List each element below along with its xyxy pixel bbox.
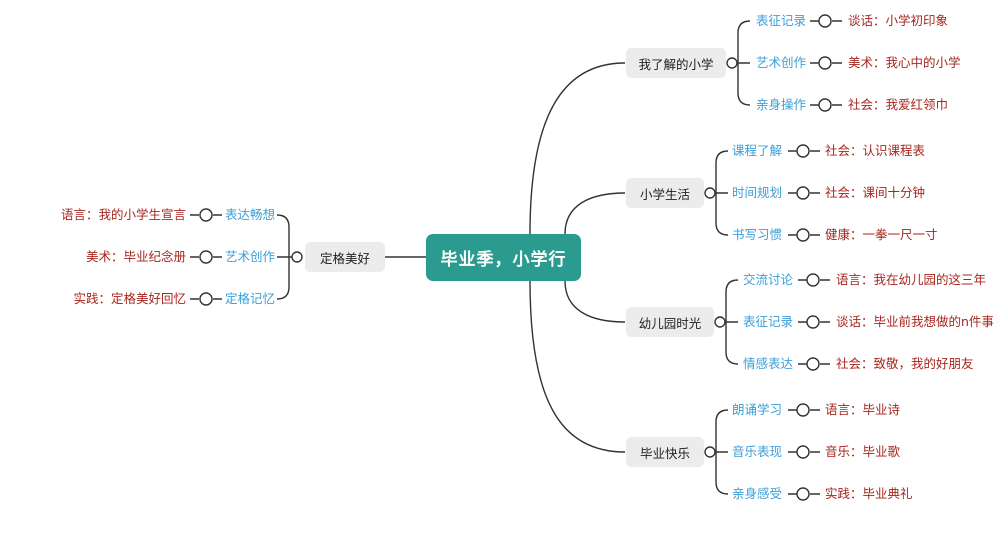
topic-3-detail-3[interactable]: 社会：致敬，我的好朋友 [836,356,974,371]
left-sub-3[interactable]: 定格记忆 [225,291,276,306]
topic-4-detail-3[interactable]: 实践：毕业典礼 [825,486,913,501]
central-topic[interactable]: 毕业季，小学行 [426,234,581,281]
topic-1-sub-2[interactable]: 艺术创作 [756,55,807,70]
topic-1-detail-3[interactable]: 社会：我爱红领巾 [848,97,949,112]
topic-4-sub-1[interactable]: 朗诵学习 [732,402,783,417]
topic-2-detail-3[interactable]: 健康：一拳一尺一寸 [825,227,938,242]
bracket-topic-2 [715,150,729,236]
topic-1-sub-1[interactable]: 表征记录 [756,13,807,28]
topic-left[interactable]: 定格美好 [305,242,385,272]
topic-4[interactable]: 毕业快乐 [626,437,704,467]
topic-2-detail-1[interactable]: 社会：认识课程表 [825,143,926,158]
node-circle-topic-4 [704,446,716,458]
bracket-topic-1 [737,20,751,106]
left-connectors [190,214,222,300]
topic-2-sub-2[interactable]: 时间规划 [732,185,783,200]
topic-3[interactable]: 幼儿园时光 [626,307,714,337]
topic-3-detail-2[interactable]: 谈话：毕业前我想做的n件事 [836,314,994,329]
topic-2-sub-3[interactable]: 书写习惯 [732,227,783,242]
node-circle-left [291,251,303,263]
topic-4-detail-2[interactable]: 音乐：毕业歌 [825,444,901,459]
left-detail-2[interactable]: 美术：毕业纪念册 [85,249,186,264]
bracket-topic-3 [725,279,739,365]
node-circle-topic-3 [714,316,726,328]
topic-3-sub-1[interactable]: 交流讨论 [743,272,794,287]
topic-3-detail-1[interactable]: 语言：我在幼儿园的这三年 [836,272,987,287]
topic-2-sub-1[interactable]: 课程了解 [732,143,783,158]
left-sub-1[interactable]: 表达畅想 [225,207,276,222]
connector-center-topic-4 [529,280,626,453]
topic-4-sub-2[interactable]: 音乐表现 [732,444,783,459]
topic-4-detail-1[interactable]: 语言：毕业诗 [825,402,901,417]
connector-center-topic-2 [564,192,626,235]
topic-1-detail-1[interactable]: 谈话：小学初印象 [848,13,949,28]
topic-1-detail-2[interactable]: 美术：我心中的小学 [848,55,961,70]
left-detail-3[interactable]: 实践：定格美好回忆 [73,291,186,306]
topic-2-detail-2[interactable]: 社会：课间十分钟 [825,185,926,200]
node-circle-topic-1 [726,57,738,69]
connector-center-topic-3 [564,280,626,323]
node-circle-topic-2 [704,187,716,199]
left-detail-1[interactable]: 语言：我的小学生宣言 [60,207,186,222]
topic-4-sub-3[interactable]: 亲身感受 [732,486,783,501]
bracket-topic-4 [715,409,729,495]
topic-1[interactable]: 我了解的小学 [626,48,726,78]
topic-1-sub-3[interactable]: 亲身操作 [756,97,807,112]
left-sub-2[interactable]: 艺术创作 [225,249,276,264]
topic-3-sub-3[interactable]: 情感表达 [743,356,794,371]
connector-center-topic-1 [529,62,626,235]
topic-2[interactable]: 小学生活 [626,178,704,208]
topic-3-sub-2[interactable]: 表征记录 [743,314,794,329]
